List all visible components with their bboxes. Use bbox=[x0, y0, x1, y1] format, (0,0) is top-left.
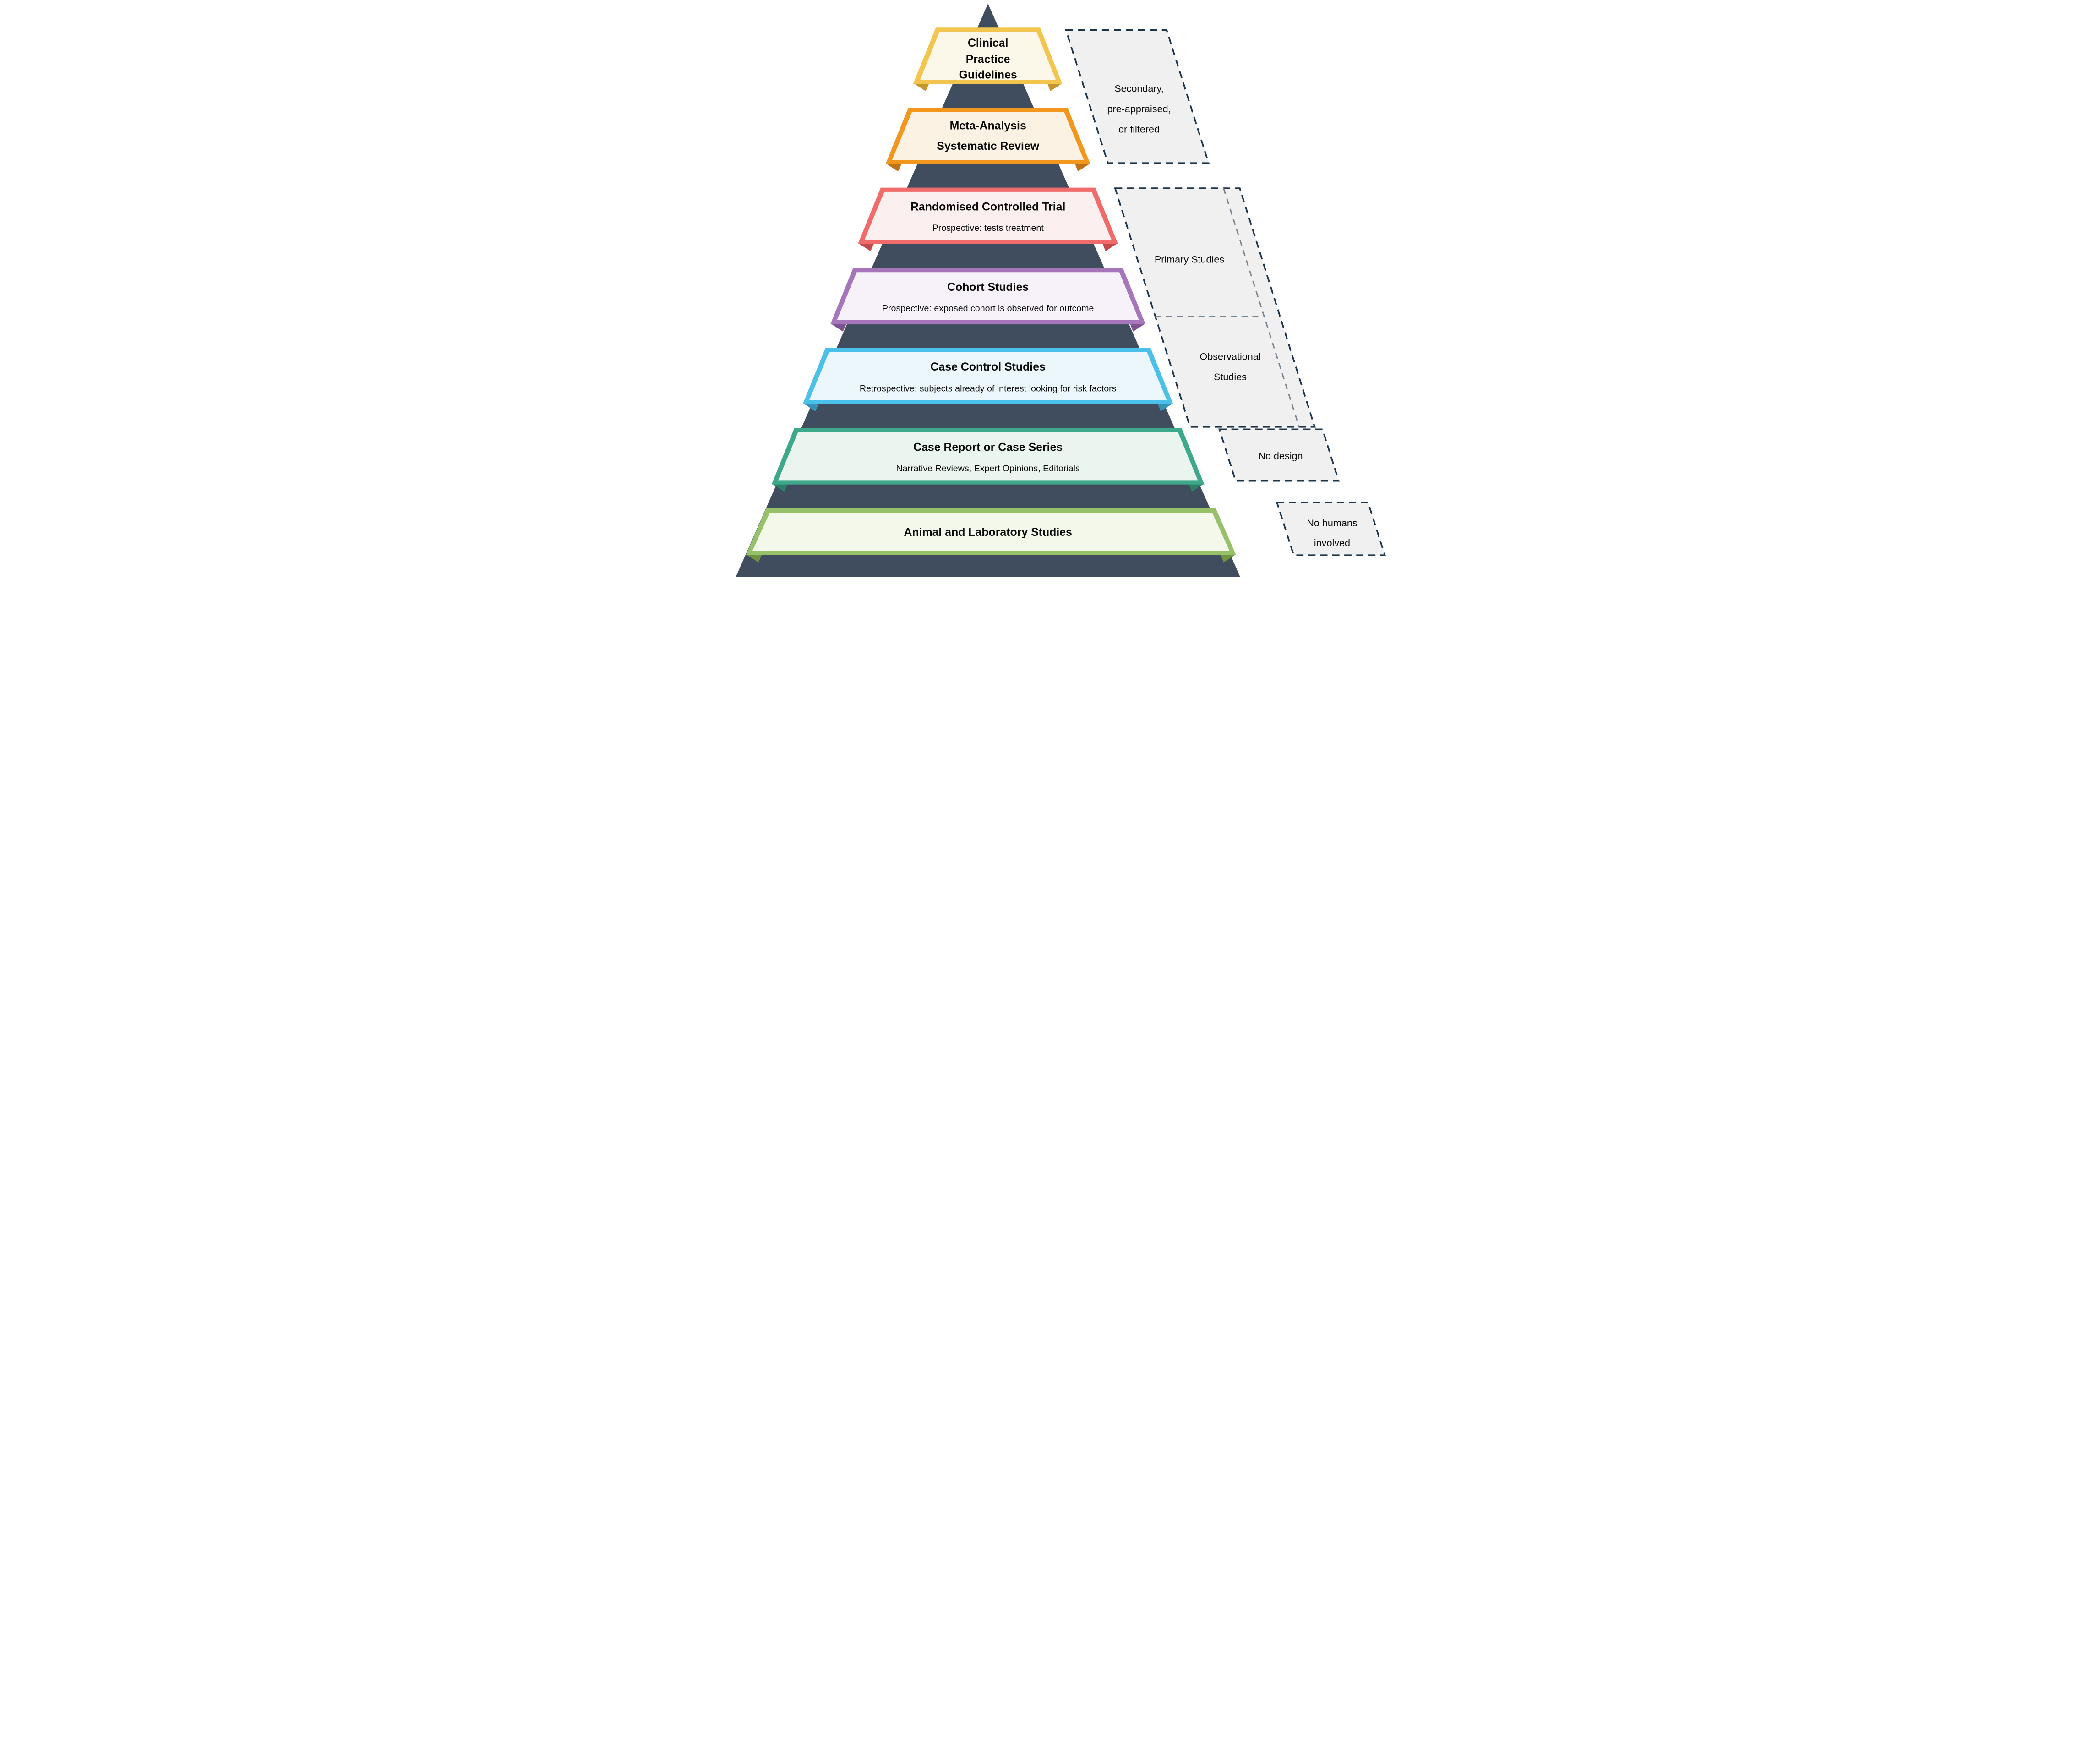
no-design-dashed-box bbox=[1218, 428, 1340, 482]
level-face bbox=[809, 352, 1167, 400]
no-humans-label-line: involved bbox=[1314, 537, 1350, 548]
fold-right-icon bbox=[1157, 403, 1172, 411]
fold-left-icon bbox=[772, 484, 788, 492]
level-title-line: Meta-Analysis bbox=[949, 120, 1026, 132]
level-title-line: Guidelines bbox=[959, 68, 1017, 81]
no-design-label: No design bbox=[1258, 450, 1303, 462]
secondary-label-line: or filtered bbox=[1118, 123, 1160, 135]
side-label-no-humans: No humans involved bbox=[1276, 502, 1386, 556]
fold-left-icon bbox=[858, 243, 874, 251]
side-label-no-design: No design bbox=[1218, 428, 1340, 482]
level-case-control-studies: Case Control Studies Retrospective: subj… bbox=[802, 348, 1173, 411]
level-title: Case Control Studies bbox=[930, 360, 1045, 373]
level-title-line: Systematic Review bbox=[937, 140, 1040, 153]
level-subtitle: Narrative Reviews, Expert Opinions, Edit… bbox=[896, 464, 1080, 474]
fold-left-icon bbox=[830, 323, 846, 332]
level-face bbox=[752, 513, 1230, 551]
evidence-pyramid-page: Secondary, pre-appraised, or filtered Pr… bbox=[706, 0, 1393, 578]
fold-right-icon bbox=[1189, 484, 1204, 492]
no-humans-label-line: No humans bbox=[1307, 517, 1358, 529]
fold-right-icon bbox=[1074, 164, 1090, 172]
level-subtitle: Prospective: exposed cohort is observed … bbox=[882, 303, 1094, 313]
side-label-secondary: Secondary, pre-appraised, or filtered bbox=[1064, 29, 1210, 164]
level-cohort-studies: Cohort Studies Prospective: exposed coho… bbox=[830, 268, 1145, 332]
observational-label-line: Observational bbox=[1199, 350, 1260, 362]
level-clinical-practice-guidelines: Clinical Practice Guidelines bbox=[913, 27, 1062, 91]
side-label-primary-observational: Primary Studies Observational Studies bbox=[1113, 187, 1316, 428]
level-face bbox=[864, 191, 1112, 240]
fold-right-icon bbox=[1102, 243, 1118, 251]
primary-box-hidden-edge bbox=[1222, 188, 1300, 427]
level-title: Case Report or Case Series bbox=[913, 441, 1063, 453]
level-title-line: Practice bbox=[965, 53, 1010, 66]
fold-left-icon bbox=[886, 164, 902, 172]
fold-right-icon bbox=[1129, 323, 1145, 332]
level-face bbox=[836, 272, 1139, 320]
level-subtitle: Prospective: tests treatment bbox=[932, 223, 1044, 233]
fold-left-icon bbox=[803, 403, 819, 411]
level-face bbox=[920, 32, 1056, 80]
secondary-dashed-box bbox=[1064, 29, 1210, 164]
level-randomised-controlled-trial: Randomised Controlled Trial Prospective:… bbox=[857, 187, 1118, 251]
secondary-label-line: pre-appraised, bbox=[1107, 103, 1171, 115]
fold-left-icon bbox=[746, 554, 762, 563]
no-humans-dashed-box bbox=[1276, 502, 1386, 556]
level-face bbox=[892, 112, 1084, 160]
level-title: Randomised Controlled Trial bbox=[910, 200, 1065, 213]
level-animal-laboratory-studies: Animal and Laboratory Studies bbox=[745, 508, 1236, 563]
fold-right-icon bbox=[1047, 83, 1062, 91]
level-face bbox=[778, 432, 1198, 481]
level-subtitle: Retrospective: subjects already of inter… bbox=[859, 384, 1116, 394]
fold-left-icon bbox=[913, 83, 929, 91]
level-title: Animal and Laboratory Studies bbox=[904, 526, 1072, 539]
level-case-report-series: Case Report or Case Series Narrative Rev… bbox=[771, 428, 1205, 492]
evidence-pyramid-diagram: Secondary, pre-appraised, or filtered Pr… bbox=[706, 0, 1393, 578]
level-title-line: Clinical bbox=[967, 37, 1008, 49]
level-title: Cohort Studies bbox=[947, 281, 1029, 294]
secondary-label-line: Secondary, bbox=[1114, 82, 1164, 94]
fold-right-icon bbox=[1220, 554, 1236, 563]
primary-observational-dashed-box bbox=[1113, 187, 1316, 428]
primary-studies-label: Primary Studies bbox=[1154, 253, 1224, 265]
observational-label-line: Studies bbox=[1213, 371, 1246, 382]
level-meta-analysis: Meta-Analysis Systematic Review bbox=[885, 108, 1090, 172]
